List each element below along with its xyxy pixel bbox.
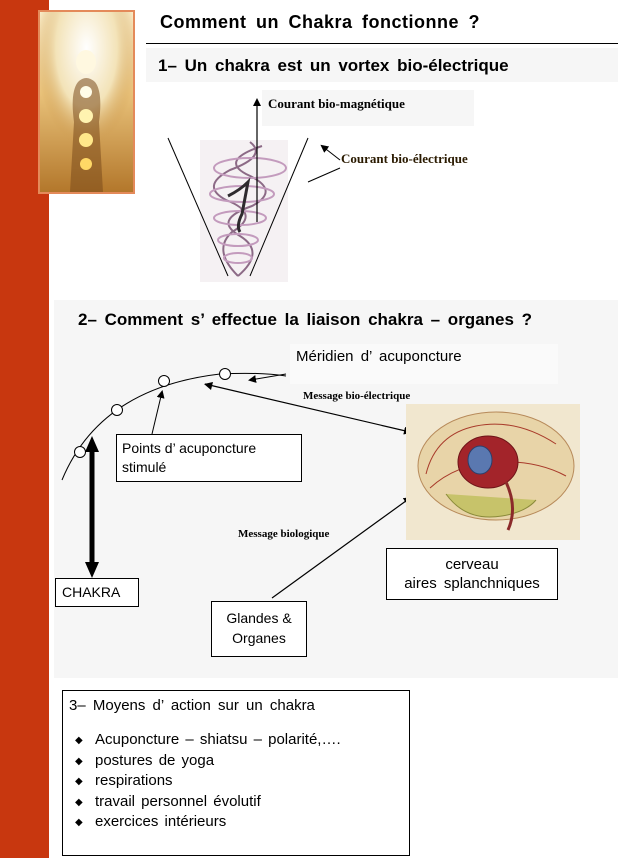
section3-heading: 3– Moyens d’ action sur un chakra: [69, 697, 315, 714]
points-acuponcture-box: Points d’ acuponcture stimulé: [116, 434, 302, 482]
cone-right-line: [249, 137, 309, 277]
arrow-biologique: [271, 496, 412, 599]
chakra-label: CHAKRA: [62, 584, 121, 600]
brain-illustration: [406, 404, 580, 540]
diamond-bullet-icon: ◆: [75, 817, 83, 828]
list-item: ◆exercices intérieurs: [75, 812, 403, 833]
chakra-body-illustration: [38, 10, 135, 194]
electric-tick-line: [307, 167, 341, 183]
acupoint-3: [158, 375, 170, 387]
list-item: ◆Acuponcture – shiatsu – polarité,….: [75, 730, 403, 751]
label-electric: Courant bio-électrique: [341, 151, 468, 166]
label-message-bioelectrique: Message bio-électrique: [303, 390, 411, 402]
acupoint-4: [219, 368, 231, 380]
section3-list: ◆Acuponcture – shiatsu – polarité,…. ◆po…: [69, 730, 403, 833]
label-magnetic: Courant bio-magnétique: [268, 96, 405, 111]
meridien-panel: [290, 344, 558, 384]
diamond-bullet-icon: ◆: [75, 796, 83, 808]
cerveau-box: cerveau aires splanchniques: [386, 548, 558, 600]
label-message-biologique: Message biologique: [238, 528, 330, 540]
list-item: ◆respirations: [75, 771, 403, 792]
arrow-meridien: [248, 373, 287, 383]
diamond-bullet-icon: ◆: [75, 776, 83, 787]
list-item: ◆postures de yoga: [75, 751, 403, 772]
acupoint-1: [74, 446, 86, 458]
section2-heading: 2– Comment s’ effectue la liaison chakra…: [78, 310, 533, 329]
meridian-curve: [61, 372, 287, 481]
chakra-double-arrow: [85, 436, 99, 578]
section1-heading-panel: [146, 48, 618, 82]
glandes-line1: Glandes &: [226, 610, 292, 626]
glandes-line2: Organes: [232, 630, 286, 646]
arrow-electric: [320, 144, 341, 161]
cerveau-line2: aires splanchniques: [404, 575, 540, 592]
section3-box: 3– Moyens d’ action sur un chakra ◆Acupo…: [62, 690, 410, 856]
title-divider: [146, 43, 618, 44]
arrow-points: [151, 390, 165, 435]
points-line2: stimulé: [122, 459, 167, 475]
section1-heading: 1– Un chakra est un vortex bio-électriqu…: [158, 56, 509, 75]
cone-left-line: [167, 137, 229, 277]
vortex-axis: [227, 177, 251, 233]
cerveau-line1: cerveau: [445, 556, 499, 573]
page-title: Comment un Chakra fonctionne ?: [160, 12, 481, 32]
acupoint-2: [111, 404, 123, 416]
label-magnetic-panel: [262, 90, 474, 126]
chakra-box: CHAKRA: [55, 578, 139, 607]
list-item: ◆travail personnel évolutif: [75, 792, 403, 813]
points-line1: Points d’ acuponcture: [122, 440, 257, 456]
diamond-bullet-icon: ◆: [75, 735, 83, 746]
label-meridien: Méridien d’ acuponcture: [296, 348, 462, 365]
diamond-bullet-icon: ◆: [75, 755, 83, 767]
arrow-bioelectric: [204, 383, 412, 435]
glandes-box: Glandes & Organes: [211, 601, 307, 657]
